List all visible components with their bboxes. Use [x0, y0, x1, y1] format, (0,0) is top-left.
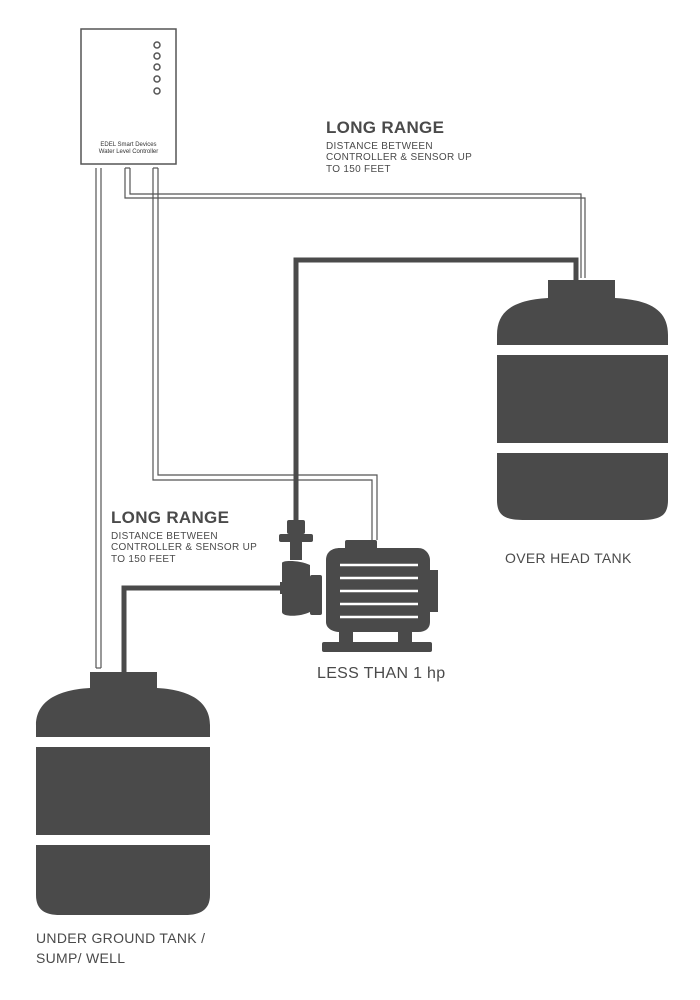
underground-tank-label: UNDER GROUND TANK / SUMP/ WELL	[36, 928, 205, 969]
long-range-desc-bottom-2: CONTROLLER & SENSOR UP	[111, 542, 258, 554]
long-range-desc-top-1: DISTANCE BETWEEN	[326, 140, 433, 152]
overhead-tank-label: OVER HEAD TANK	[505, 550, 632, 566]
controller-label: EDEL Smart Devices Water Level Controlle…	[82, 142, 175, 156]
pump-label: LESS THAN 1 hp	[317, 665, 446, 682]
long-range-desc-top-2: CONTROLLER & SENSOR UP	[326, 152, 473, 164]
long-range-label-bottom: LONG RANGE DISTANCE BETWEEN CONTROLLER &…	[111, 508, 257, 565]
indicator-leds	[153, 41, 161, 95]
controller-unit	[80, 28, 177, 165]
long-range-title-bottom: LONG RANGE	[111, 508, 230, 527]
long-range-desc-top-3: TO 150 FEET	[326, 163, 391, 175]
long-range-title-top: LONG RANGE	[326, 118, 445, 137]
underground-tank-label-line1: UNDER GROUND TANK /	[36, 930, 206, 946]
underground-tank	[36, 672, 210, 915]
pump-motor	[310, 540, 438, 652]
check-valve	[279, 520, 313, 616]
controller-label-line1: EDEL Smart Devices	[100, 142, 157, 148]
underground-tank-label-line2: SUMP/ WELL	[36, 950, 126, 967]
overhead-tank	[497, 280, 668, 520]
motor-fins	[340, 563, 418, 619]
water-pipes	[121, 257, 579, 672]
long-range-label-top: LONG RANGE DISTANCE BETWEEN CONTROLLER &…	[326, 118, 472, 175]
sensor-wires	[95, 167, 586, 669]
controller-label-line2: Water Level Controller	[98, 149, 159, 156]
long-range-desc-bottom-1: DISTANCE BETWEEN	[111, 530, 218, 542]
long-range-desc-bottom-3: TO 150 FEET	[111, 553, 176, 565]
